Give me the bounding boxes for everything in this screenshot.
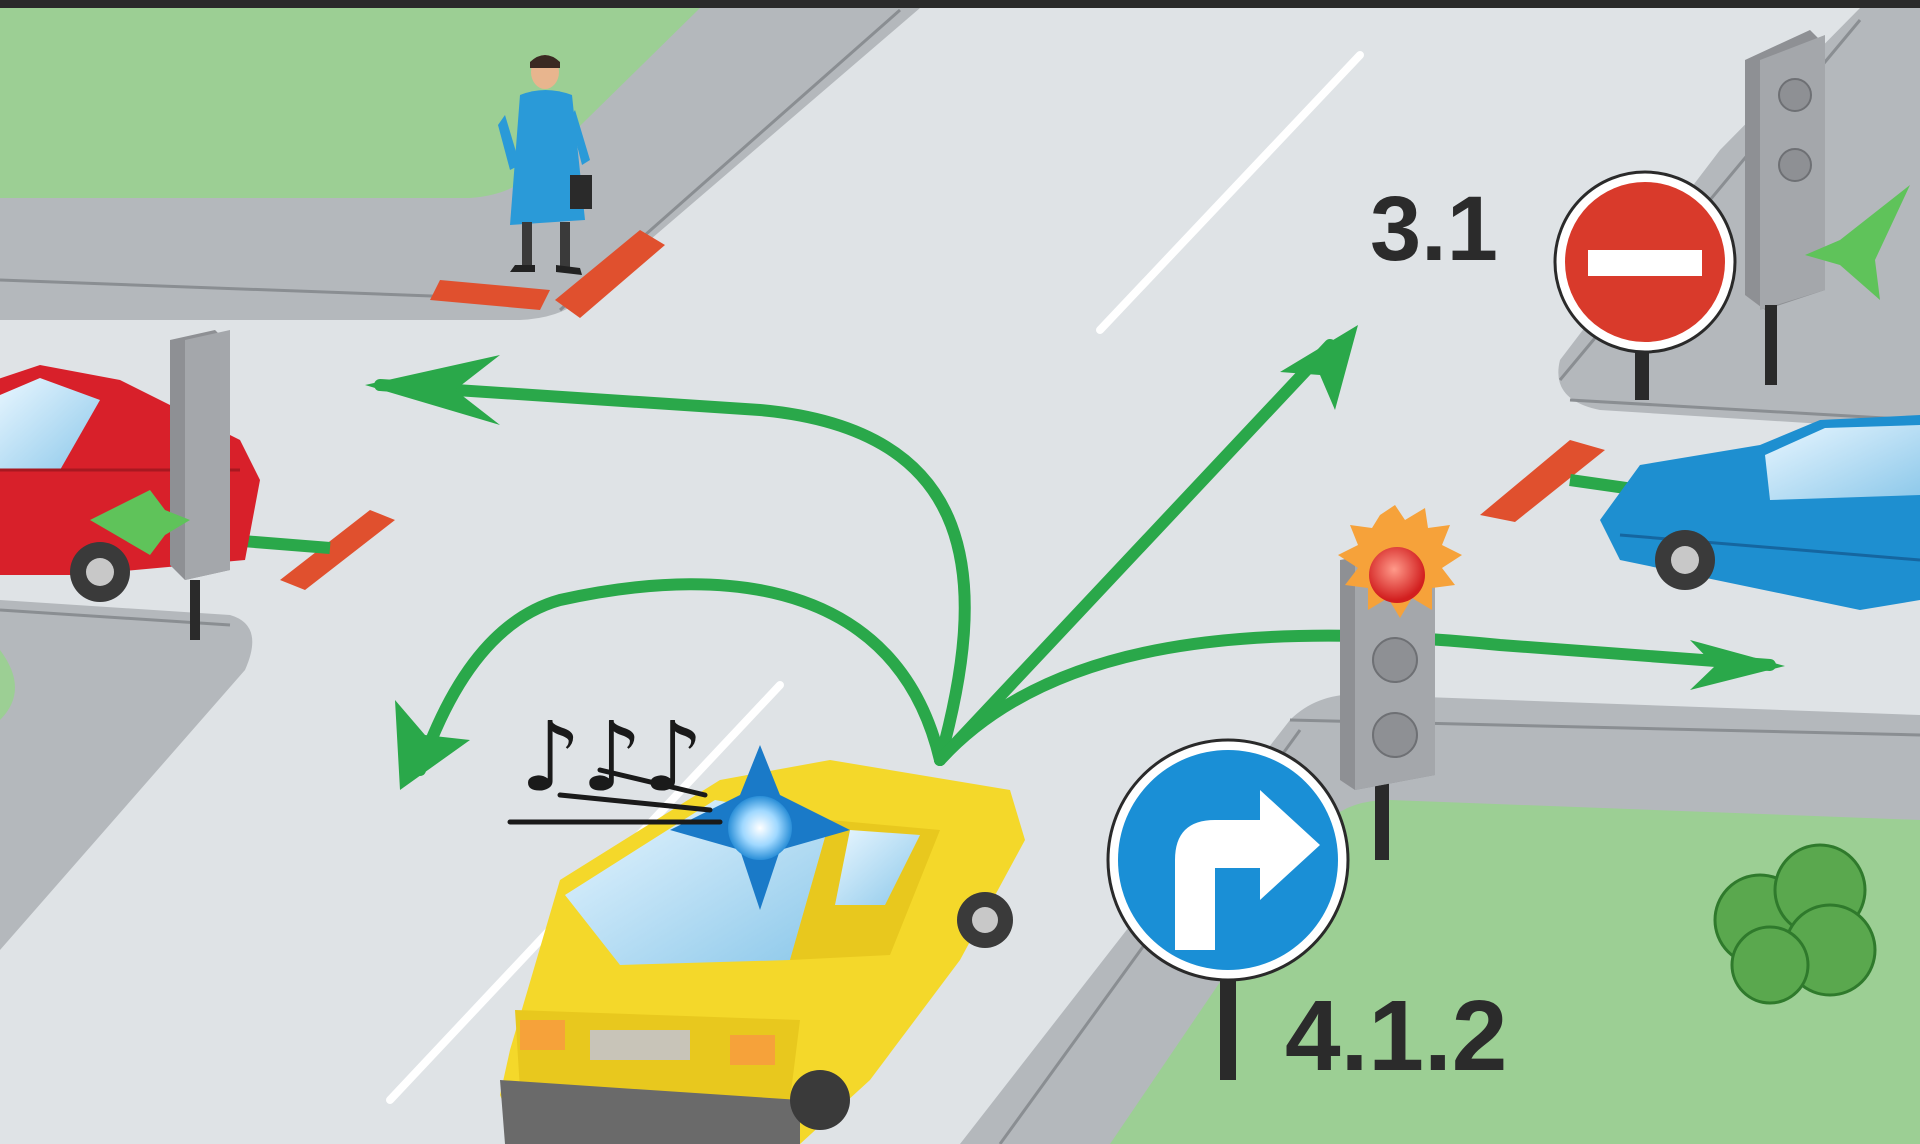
top-frame [0, 0, 1920, 8]
no-entry-sign-label: 3.1 [1370, 178, 1498, 280]
red-light [1369, 547, 1425, 603]
turn-right-sign-label: 4.1.2 [1285, 980, 1507, 1092]
music-notes-icon: ♪♪♪ [520, 701, 704, 813]
briefcase-icon [570, 175, 592, 209]
